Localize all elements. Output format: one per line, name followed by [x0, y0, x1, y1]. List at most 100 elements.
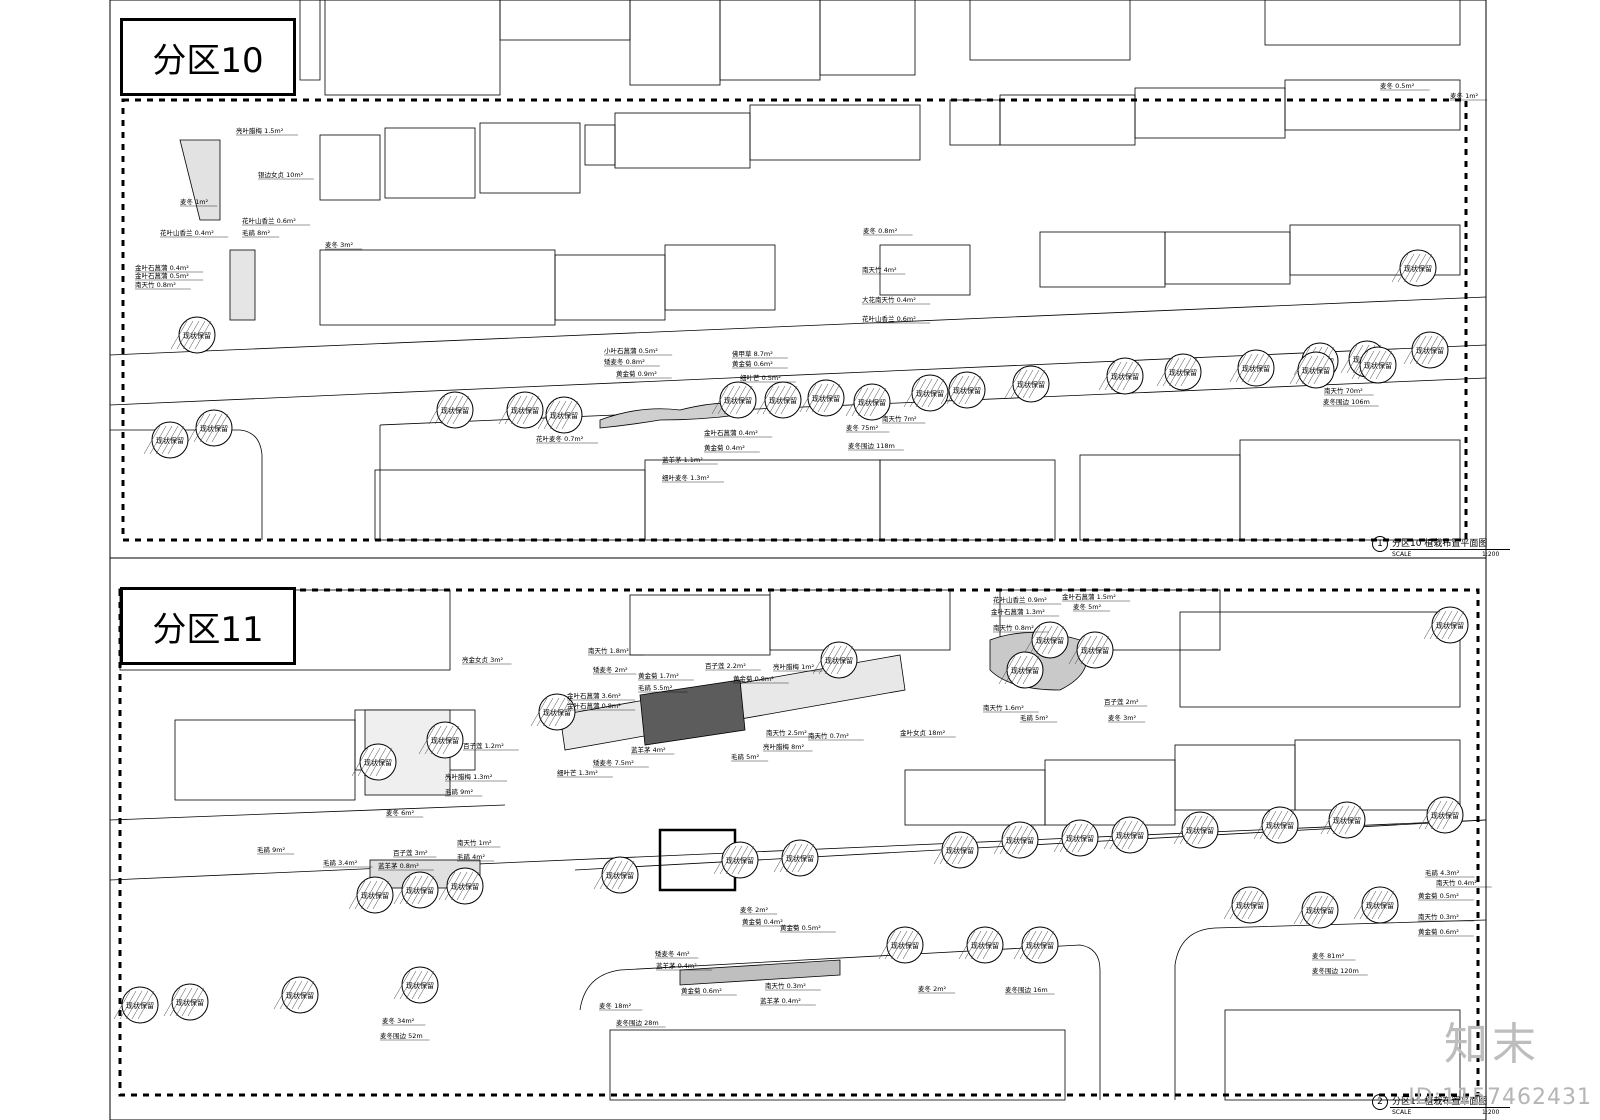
plant-label: 麦冬围边 118m — [848, 441, 895, 450]
existing-tree: 现状保留 — [418, 721, 464, 759]
plant-label: 细叶芒 0.5m² — [740, 373, 781, 382]
tree-tag: 现状保留 — [1011, 666, 1039, 675]
plant-label: 黄金菊 0.5m² — [780, 923, 821, 932]
plant-label: 金叶石菖蒲 0.4m² — [135, 263, 189, 272]
tree-tag: 现状保留 — [1431, 811, 1459, 820]
plant-label: 毛鹃 9m² — [445, 787, 474, 796]
existing-tree: 现状保留 — [1353, 886, 1399, 924]
existing-tree: 现状保留 — [393, 966, 439, 1004]
existing-tree: 现状保留 — [958, 926, 1004, 964]
tree-tag: 现状保留 — [286, 991, 314, 1000]
existing-tree: 现状保留 — [1418, 796, 1464, 834]
plant-label: 亮叶腊梅 1.3m² — [445, 772, 493, 781]
plant-label: 麦冬围边 120m — [1312, 966, 1359, 975]
drawing-title: 分区11 植栽布置平面图 — [1392, 1097, 1488, 1107]
plant-label: 细叶麦冬 1.3m² — [662, 473, 710, 482]
tree-tag: 现状保留 — [1266, 821, 1294, 830]
existing-tree: 现状保留 — [1098, 357, 1144, 395]
plant-label: 蓝羊茅 0.4m² — [656, 961, 697, 970]
existing-tree: 现状保留 — [1053, 819, 1099, 857]
plant-label: 亮叶腊梅 1.5m² — [236, 126, 284, 135]
plant-label: 黄金菊 1.7m² — [638, 671, 679, 680]
plant-label: 麦冬 34m² — [382, 1016, 415, 1025]
existing-tree: 现状保留 — [1156, 353, 1202, 391]
tree-tag: 现状保留 — [431, 736, 459, 745]
plant-label: 黄金菊 0.9m² — [616, 369, 657, 378]
tree-tag: 现状保留 — [1026, 941, 1054, 950]
plant-label: 百子莲 2m² — [1104, 697, 1139, 706]
tree-tag: 现状保留 — [1081, 646, 1109, 655]
existing-tree: 现状保留 — [773, 839, 819, 877]
plant-label: 蓝羊茅 0.4m² — [760, 996, 801, 1005]
plant-label: 矮麦冬 4m² — [655, 949, 690, 958]
tree-tag: 现状保留 — [971, 941, 999, 950]
existing-tree: 现状保留 — [993, 821, 1039, 859]
existing-tree: 现状保留 — [1068, 631, 1114, 669]
plant-label: 毛鹃 9m² — [257, 845, 286, 854]
tree-tag: 现状保留 — [1036, 636, 1064, 645]
tree-tag: 现状保留 — [1169, 368, 1197, 377]
tree-tag: 现状保留 — [1333, 816, 1361, 825]
tree-tag: 现状保留 — [724, 396, 752, 405]
watermark-id: ID:1157462431 — [1408, 1085, 1592, 1110]
existing-tree: 现状保留 — [713, 841, 759, 879]
existing-tree: 现状保留 — [537, 396, 583, 434]
tree-tag: 现状保留 — [726, 856, 754, 865]
plant-label: 毛鹃 5.5m² — [638, 683, 673, 692]
plant-label: 南天竹 4m² — [862, 265, 897, 274]
existing-tree: 现状保留 — [1293, 891, 1339, 929]
plant-label: 百子莲 1.2m² — [463, 741, 504, 750]
tree-tag: 现状保留 — [953, 386, 981, 395]
plant-label: 黄金菊 0.6m² — [1418, 927, 1459, 936]
plant-label: 南天竹 1.6m² — [983, 703, 1024, 712]
existing-tree: 现状保留 — [1173, 811, 1219, 849]
tree-tag: 现状保留 — [1236, 901, 1264, 910]
existing-tree: 现状保留 — [1023, 621, 1069, 659]
existing-tree: 现状保留 — [428, 391, 474, 429]
tree-tag: 现状保留 — [200, 424, 228, 433]
tree-tag: 现状保留 — [1186, 826, 1214, 835]
tree-tag: 现状保留 — [406, 981, 434, 990]
tree-tag: 现状保留 — [1306, 906, 1334, 915]
existing-tree: 现状保留 — [163, 983, 209, 1021]
tree-tag: 现状保留 — [812, 394, 840, 403]
plant-label: 黄金菊 0.8m² — [733, 674, 774, 683]
plant-label: 南天竹 0.3m² — [765, 981, 806, 990]
tree-tag: 现状保留 — [1116, 831, 1144, 840]
tree-tag: 现状保留 — [1066, 834, 1094, 843]
existing-tree: 现状保留 — [1391, 249, 1437, 287]
existing-tree: 现状保留 — [1289, 351, 1335, 389]
existing-tree: 现状保留 — [498, 391, 544, 429]
tree-tag: 现状保留 — [126, 1001, 154, 1010]
tree-tag: 现状保留 — [183, 331, 211, 340]
tree-tag: 现状保留 — [406, 886, 434, 895]
plant-label: 毛鹃 4m² — [457, 852, 486, 861]
plant-label: 蓝羊茅 0.8m² — [378, 861, 419, 870]
plant-label: 金叶石菖蒲 1.3m² — [991, 607, 1045, 616]
plant-label: 花叶山香兰 0.4m² — [160, 228, 214, 237]
plant-label: 黄金菊 0.6m² — [681, 986, 722, 995]
existing-tree: 现状保留 — [756, 381, 802, 419]
drawing-number: 1 — [1372, 536, 1388, 552]
scale-label: SCALE — [1392, 1109, 1412, 1116]
plant-label: 花叶麦冬 0.7m² — [536, 434, 584, 443]
tree-tag: 现状保留 — [1017, 380, 1045, 389]
tree-tag: 现状保留 — [606, 871, 634, 880]
tree-tag: 现状保留 — [825, 656, 853, 665]
tree-tag: 现状保留 — [543, 708, 571, 717]
watermark-logo: 知末 — [1444, 1019, 1540, 1070]
existing-tree: 现状保留 — [799, 379, 845, 417]
plant-label: 花叶山香兰 0.9m² — [993, 595, 1047, 604]
panel-10-title-text: 分区10 — [152, 40, 264, 81]
panel-11-scale-block: 2 分区11 植栽布置平面图 SCALE 1:200 — [1372, 1094, 1522, 1118]
existing-tree: 现状保留 — [1223, 886, 1269, 924]
existing-tree: 现状保留 — [845, 383, 891, 421]
plant-label: 麦冬围边 28m — [616, 1018, 659, 1027]
plant-label: 百子莲 2.2m² — [705, 661, 746, 670]
plant-label: 麦冬 0.5m² — [1380, 81, 1415, 90]
plant-label: 蓝羊茅 1.1m² — [662, 455, 703, 464]
plant-label: 花叶山香兰 0.6m² — [242, 216, 296, 225]
existing-tree: 现状保留 — [1229, 349, 1275, 387]
